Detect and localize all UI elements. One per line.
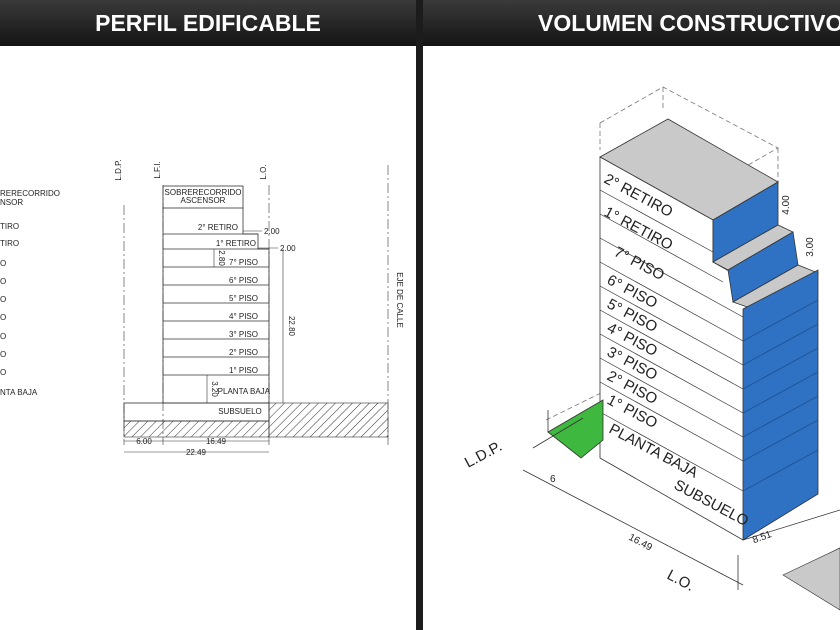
lfi-label: L.F.I.	[153, 161, 162, 178]
side-label: O	[0, 368, 6, 377]
subsuelo-label: SUBSUELO	[218, 407, 262, 416]
ascensor-label: ASCENSOR	[181, 196, 226, 205]
dim-width-1: 6.00	[136, 437, 152, 446]
side-label: RERECORRIDO	[0, 189, 60, 198]
floor-label: 1° RETIRO	[216, 239, 256, 248]
dim-floor-height: 2.80	[217, 250, 226, 266]
ldp-label: L.D.P.	[114, 159, 123, 180]
side-label: O	[0, 313, 6, 322]
side-label: O	[0, 295, 6, 304]
floor-label: 7° PISO	[229, 258, 258, 267]
iso-ldp-label: L.D.P.	[462, 438, 505, 472]
side-label: NTA BAJA	[0, 388, 38, 397]
dim-mid: 3.00	[805, 237, 816, 257]
floor-label: PLANTA BAJA	[218, 387, 271, 396]
floor-label: 6° PISO	[229, 276, 258, 285]
dim-front: 6	[550, 474, 556, 485]
perfil-edificable-title: PERFIL EDIFICABLE	[0, 0, 416, 46]
floor-label: 5° PISO	[229, 294, 258, 303]
side-label: NSOR	[0, 198, 23, 207]
dim-retiro1: 2.00	[280, 244, 296, 253]
side-label: TIRO	[0, 239, 19, 248]
tower-facade	[742, 269, 819, 541]
sobrerecorrido-label: SOBRERECORRIDO	[165, 188, 242, 197]
dim-width-2: 16.49	[206, 437, 227, 446]
section-drawing: RERECORRIDO NSOR TIRO TIRO O O O O O O O…	[0, 159, 404, 457]
side-label: O	[0, 332, 6, 341]
iso-lo-label: L.O.	[664, 567, 697, 595]
isometric-drawing: 2° RETIRO 1° RETIRO 7° PISO 6° PISO 5° P…	[462, 86, 840, 611]
dim-width-3: 22.49	[186, 448, 207, 457]
dim-pb-height: 3.20	[210, 381, 219, 397]
side-label: O	[0, 277, 6, 286]
floor-label: 2° RETIRO	[198, 223, 238, 232]
side-label: O	[0, 259, 6, 268]
side-label: TIRO	[0, 222, 19, 231]
dim-top: 4.00	[781, 195, 792, 215]
perfil-edificable-panel: PERFIL EDIFICABLE RERECORRIDO NSOR TIRO …	[0, 0, 416, 630]
side-label: O	[0, 350, 6, 359]
eje-de-calle-label: EJE DE CALLE	[395, 272, 404, 328]
dim-retiro2: 2.00	[264, 227, 280, 236]
volumen-constructivo-title: VOLUMEN CONSTRUCTIVO	[423, 0, 840, 46]
volumen-constructivo-panel: VOLUMEN CONSTRUCTIVO	[423, 0, 840, 630]
lo-label: L.O.	[259, 164, 268, 179]
dim-depth: 16.49	[627, 532, 655, 554]
floor-label: 2° PISO	[229, 348, 258, 357]
panel-divider	[416, 0, 423, 630]
floor-label: 3° PISO	[229, 330, 258, 339]
floor-label: 1° PISO	[229, 366, 258, 375]
green-patio	[547, 399, 604, 459]
dim-height-total: 22.80	[287, 316, 296, 337]
floor-label: 4° PISO	[229, 312, 258, 321]
